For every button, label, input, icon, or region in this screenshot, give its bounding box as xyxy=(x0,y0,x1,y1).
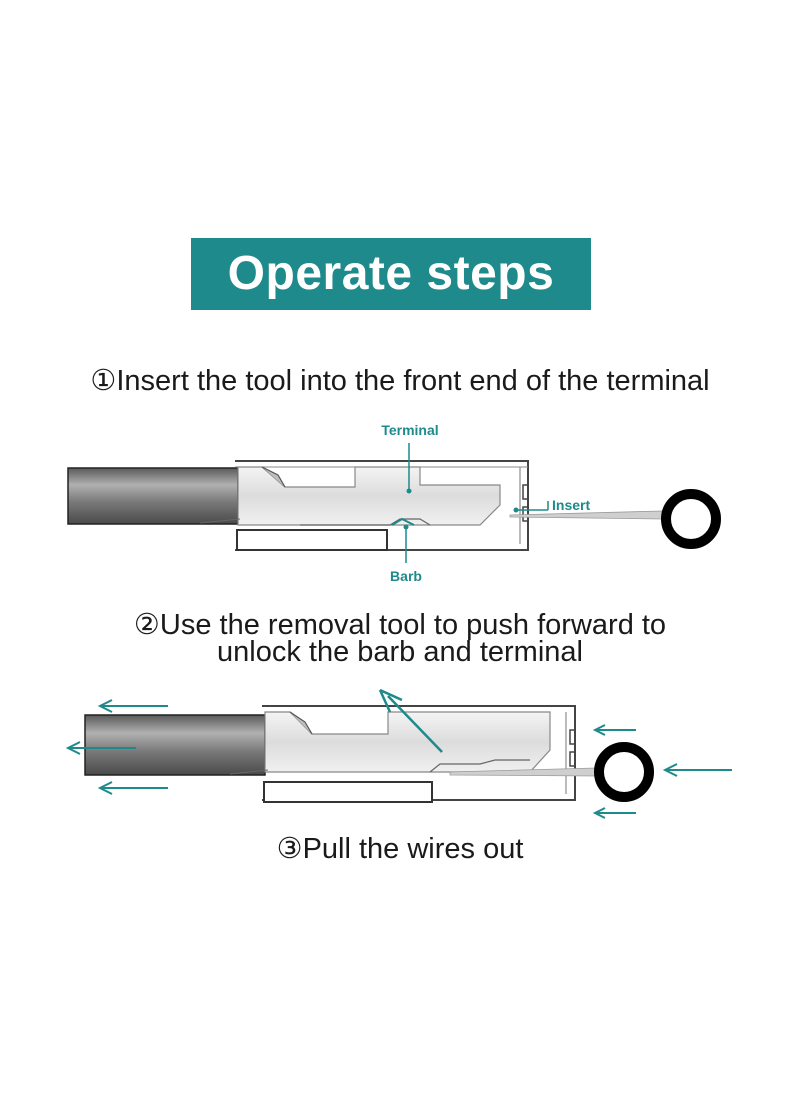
removal-tool xyxy=(449,742,654,802)
callout-terminal: Terminal xyxy=(381,422,439,494)
push-arrows-right-side xyxy=(592,724,732,819)
arrow-left-icon xyxy=(662,763,732,777)
arrow-left-icon xyxy=(592,724,636,736)
latch-block xyxy=(236,529,388,551)
arrow-left-icon xyxy=(97,781,168,795)
label-terminal: Terminal xyxy=(381,422,438,438)
wire-cable xyxy=(84,714,266,776)
step-2-text: ②Use the removal tool to push forward to… xyxy=(0,609,800,668)
step-1-text: ①Insert the tool into the front end of t… xyxy=(90,365,710,397)
diagram-insert-tool: Terminal Insert Barb xyxy=(67,422,721,584)
diagram-unlock-barb xyxy=(65,688,732,819)
label-insert: Insert xyxy=(552,497,590,513)
arrow-left-icon xyxy=(65,741,136,755)
title-banner: Operate steps xyxy=(191,238,591,310)
page-title: Operate steps xyxy=(227,247,555,300)
step-3-text: ③Pull the wires out xyxy=(276,833,524,865)
terminal-pin xyxy=(199,466,501,526)
wire-cable xyxy=(67,467,239,525)
arrow-left-icon xyxy=(97,699,168,713)
callout-barb: Barb xyxy=(390,524,422,584)
arrow-left-icon xyxy=(592,807,636,819)
latch-block xyxy=(263,781,433,803)
callout-insert: Insert xyxy=(513,497,590,513)
step-2-line-1: ②Use the removal tool to push forward to xyxy=(133,609,667,641)
barb-release-arrow xyxy=(378,688,443,753)
label-barb: Barb xyxy=(390,568,422,584)
terminal-pin xyxy=(229,711,551,775)
barb-feature xyxy=(391,517,415,526)
pull-arrows-left xyxy=(65,699,168,795)
ring-tool-icon xyxy=(661,489,721,549)
ring-tool-icon xyxy=(594,742,654,802)
step-2-line-2: unlock the barb and terminal xyxy=(217,636,583,668)
removal-tool xyxy=(509,489,721,549)
